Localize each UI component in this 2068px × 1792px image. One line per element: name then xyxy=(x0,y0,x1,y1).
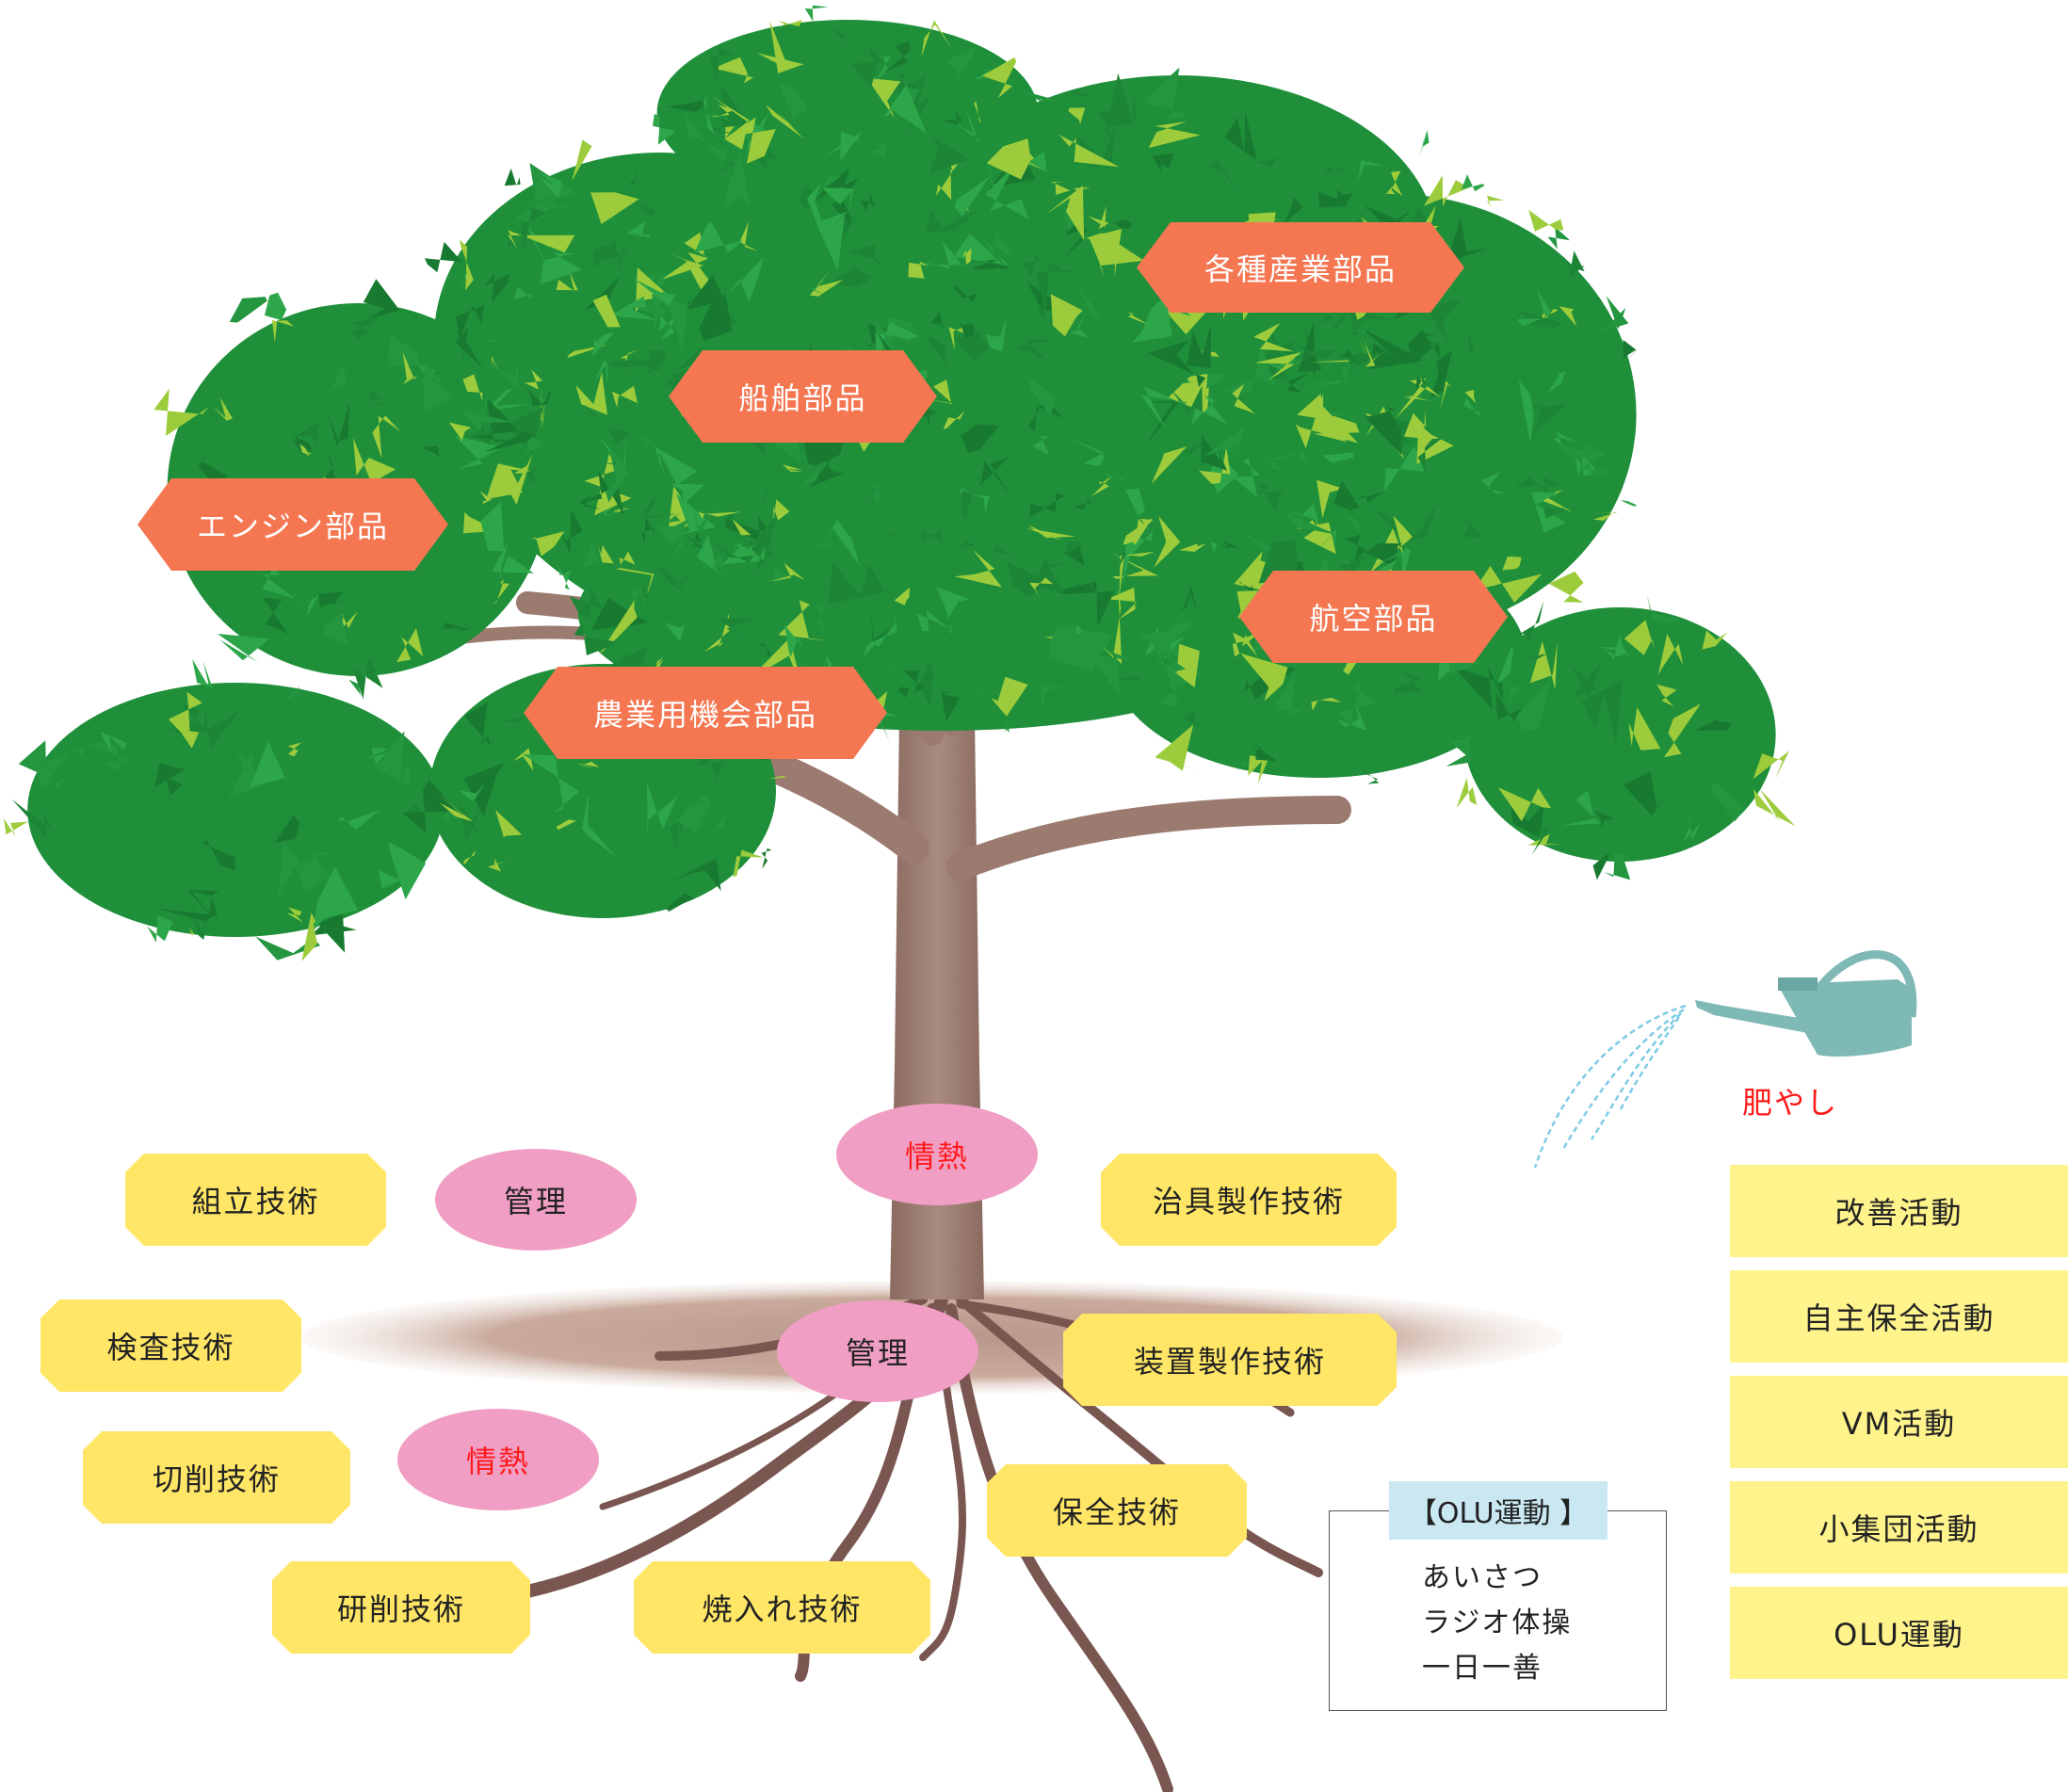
label-engine-buhin: エンジン部品 xyxy=(137,478,448,571)
trunk xyxy=(890,716,984,1300)
skill-yakiire: 焼入れ技術 xyxy=(634,1561,930,1654)
activity-vm: VM活動 xyxy=(1730,1376,2068,1468)
skill-kumitate: 組立技術 xyxy=(125,1154,386,1246)
value-jonetsu-left: 情熱 xyxy=(397,1409,599,1510)
skill-jigu-seisaku: 治具製作技術 xyxy=(1101,1154,1397,1246)
skill-kensaku: 研削技術 xyxy=(272,1561,530,1654)
water-streams xyxy=(1533,1004,1687,1169)
activity-olu: OLU運動 xyxy=(1730,1587,2068,1679)
label-nogyo-buhin: 農業用機会部品 xyxy=(524,667,887,759)
olu-item-aisatsu: あいさつ xyxy=(1422,1561,1543,1594)
olu-item-radio-taiso: ラジオ体操 xyxy=(1422,1606,1573,1639)
label-senpaku-buhin: 船舶部品 xyxy=(669,350,937,443)
label-koku-buhin: 航空部品 xyxy=(1239,571,1508,663)
activity-shoshudan: 小集団活動 xyxy=(1730,1481,2068,1574)
activity-jishu-hozen: 自主保全活動 xyxy=(1730,1270,2068,1363)
fertilizer-label: 肥やし xyxy=(1742,1085,1839,1121)
value-kanri-left: 管理 xyxy=(435,1149,637,1251)
olu-movement-box xyxy=(1329,1510,1667,1711)
olu-movement-title: 【OLU運動 】 xyxy=(1389,1481,1608,1540)
activity-kaizen: 改善活動 xyxy=(1730,1165,2068,1257)
watering-can-icon xyxy=(1695,950,1917,1057)
label-kakushu-sangyo-buhin: 各種産業部品 xyxy=(1137,222,1464,313)
value-kanri-center: 管理 xyxy=(777,1300,978,1402)
olu-item-ichinichi-ichizen: 一日一善 xyxy=(1422,1652,1543,1685)
skill-hozen: 保全技術 xyxy=(987,1464,1247,1557)
skill-sochi-seisaku: 装置製作技術 xyxy=(1063,1314,1397,1406)
skill-kensa: 検査技術 xyxy=(40,1300,301,1392)
value-jonetsu-top: 情熱 xyxy=(836,1104,1038,1205)
skill-sessaku: 切削技術 xyxy=(83,1431,350,1524)
